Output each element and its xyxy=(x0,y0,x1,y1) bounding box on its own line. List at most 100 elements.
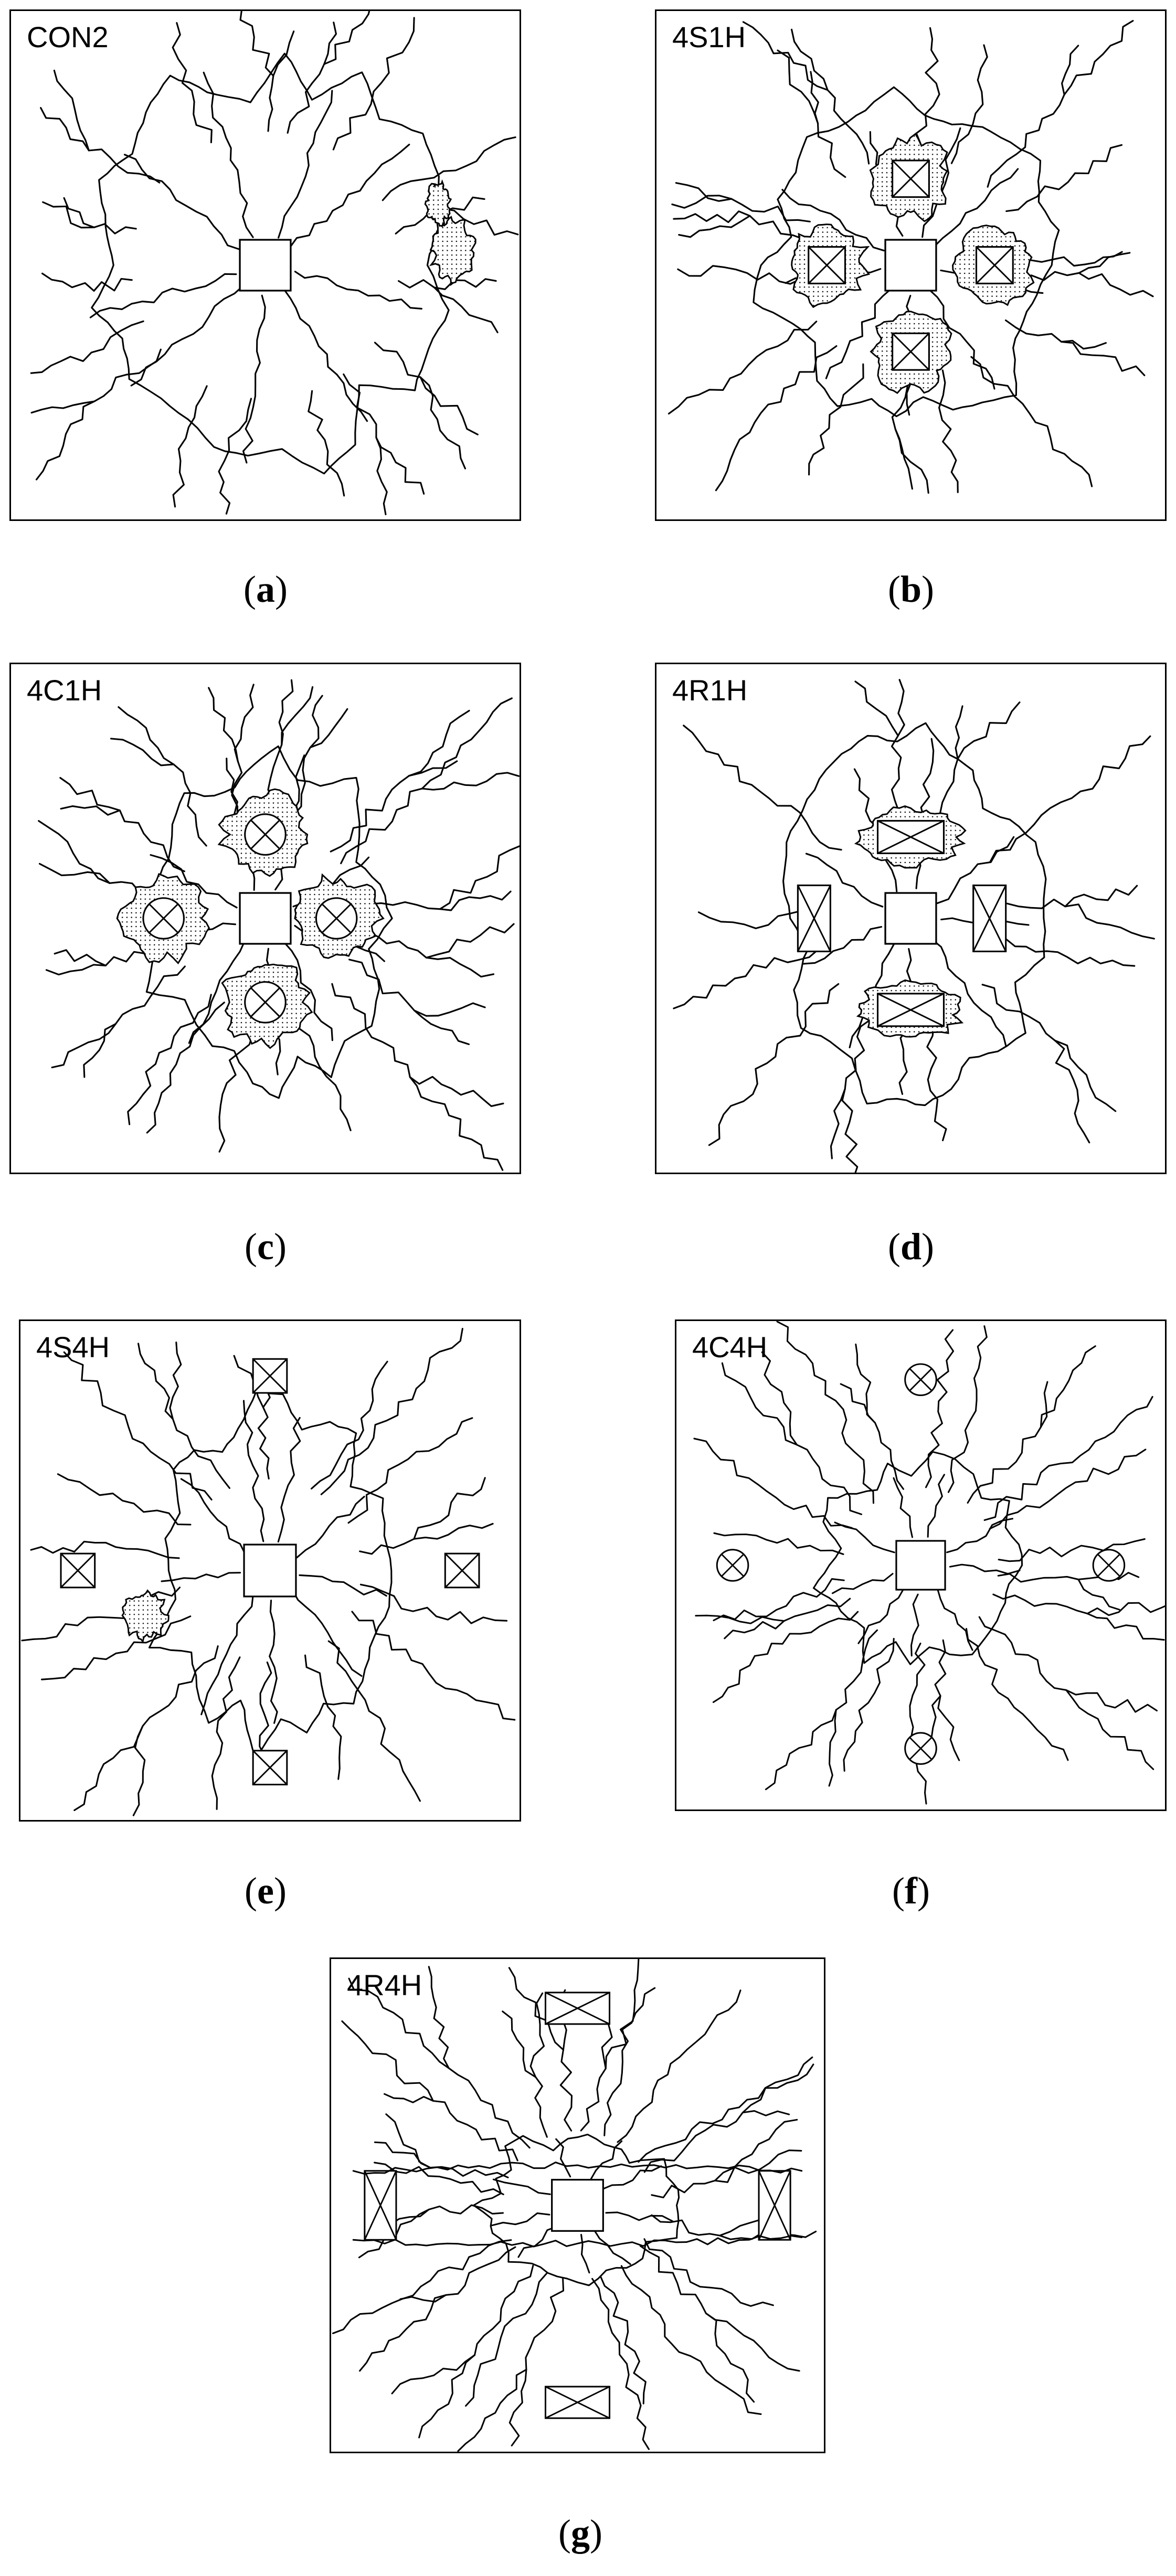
caption-letter: b xyxy=(900,568,922,610)
inner-crack xyxy=(517,2226,558,2258)
crack-line xyxy=(639,2245,800,2372)
crack-branch xyxy=(391,2354,476,2394)
crack-line xyxy=(791,28,870,165)
square-opening xyxy=(252,1750,288,1786)
crack-branch xyxy=(408,760,458,777)
crack-branch xyxy=(60,805,121,816)
inner-crack xyxy=(203,71,254,238)
crack-line xyxy=(311,1360,388,1489)
crack-panel-c: 4C1H xyxy=(9,663,521,1174)
inner-crack xyxy=(605,2211,674,2222)
crack-line xyxy=(909,1642,927,1805)
crack-line xyxy=(765,1629,878,1791)
crack-line xyxy=(330,710,470,853)
inner-crack xyxy=(130,285,244,387)
inner-crack xyxy=(831,1573,894,1594)
column xyxy=(551,2179,604,2232)
caption-b: (b) xyxy=(887,568,934,610)
crack-line xyxy=(51,965,186,1069)
crack-branch xyxy=(419,376,467,470)
punching-perimeter xyxy=(782,722,1047,1106)
crack-branch xyxy=(53,69,90,152)
crack-branch xyxy=(741,2110,790,2116)
crack-branch xyxy=(413,1002,486,1017)
opening-cross xyxy=(545,2386,610,2419)
inner-crack xyxy=(200,1594,254,1716)
crack-line xyxy=(418,2264,534,2439)
crack-line xyxy=(715,345,838,492)
radial-cracks xyxy=(38,679,520,1171)
inner-crack xyxy=(89,273,237,318)
square-opening xyxy=(252,1358,288,1394)
crack-line xyxy=(998,1538,1146,1562)
crack-line xyxy=(713,1578,845,1622)
crack-diagram-e xyxy=(21,1327,516,1816)
crack-branch xyxy=(671,195,733,209)
opening-cross xyxy=(321,903,352,933)
crack-line xyxy=(697,910,814,930)
inner-crack xyxy=(283,288,368,422)
crack-line xyxy=(992,1593,1165,1641)
inner-crack xyxy=(492,2178,551,2195)
crack-line xyxy=(1005,144,1123,212)
inner-crack xyxy=(949,1563,1021,1575)
inner-crack xyxy=(269,1600,278,1724)
crack-branch xyxy=(1060,339,1107,350)
inner-crack xyxy=(242,294,266,464)
spalling-area xyxy=(429,216,476,286)
caption-letter: e xyxy=(257,1870,274,1912)
opening-cross xyxy=(758,2170,791,2240)
crack-branch xyxy=(508,1967,564,2051)
specimen-code: 4C1H xyxy=(27,674,102,707)
crack-line xyxy=(1019,251,1123,267)
crack-line xyxy=(332,17,415,151)
specimen-code: 4R1H xyxy=(672,674,748,707)
crack-line xyxy=(983,1396,1153,1521)
crack-line xyxy=(939,705,963,827)
opening-cross xyxy=(972,885,1007,952)
crack-line xyxy=(341,2020,518,2162)
crack-line xyxy=(327,1640,421,1802)
crack-branch xyxy=(841,1088,859,1173)
crack-line xyxy=(21,1587,181,1642)
crack-line xyxy=(925,1329,955,1488)
crack-branch xyxy=(385,2113,431,2169)
punching-perimeter xyxy=(812,1451,1023,1665)
inner-crack xyxy=(805,853,884,908)
inner-crack xyxy=(936,836,1015,904)
crack-branch xyxy=(439,845,520,910)
crack-line xyxy=(643,2238,774,2307)
opening-cross xyxy=(149,903,179,933)
crack-line xyxy=(287,22,337,134)
punching-cone-outline xyxy=(89,52,450,475)
spalling-area xyxy=(424,179,452,228)
crack-line xyxy=(118,706,207,847)
crack-line xyxy=(938,369,959,493)
opening-cross xyxy=(892,159,930,198)
circular-opening xyxy=(217,788,309,877)
crack-branch xyxy=(1077,1579,1120,1611)
crack-branch xyxy=(63,197,95,228)
crack-line xyxy=(172,22,213,143)
rectangular-opening xyxy=(758,2170,791,2241)
circular-opening xyxy=(116,873,210,965)
crack-line xyxy=(211,1656,241,1810)
crack-branch xyxy=(810,71,819,124)
punching-perimeter xyxy=(148,1389,393,1760)
crack-branch xyxy=(433,286,499,334)
crack-line xyxy=(331,983,504,1171)
crack-line xyxy=(713,1532,844,1555)
crack-branch xyxy=(1040,1381,1048,1428)
caption-letter: f xyxy=(905,1870,917,1912)
caption-a: (a) xyxy=(243,568,288,610)
circular-opening xyxy=(294,873,385,959)
crack-line xyxy=(57,1473,192,1526)
crack-line xyxy=(683,725,842,851)
rectangular-opening xyxy=(544,2386,611,2419)
crack-line xyxy=(40,107,161,184)
crack-line xyxy=(712,1611,859,1703)
crack-branch xyxy=(425,923,515,959)
column xyxy=(884,239,937,292)
crack-branch xyxy=(714,2119,798,2181)
crack-line xyxy=(967,1345,1096,1504)
